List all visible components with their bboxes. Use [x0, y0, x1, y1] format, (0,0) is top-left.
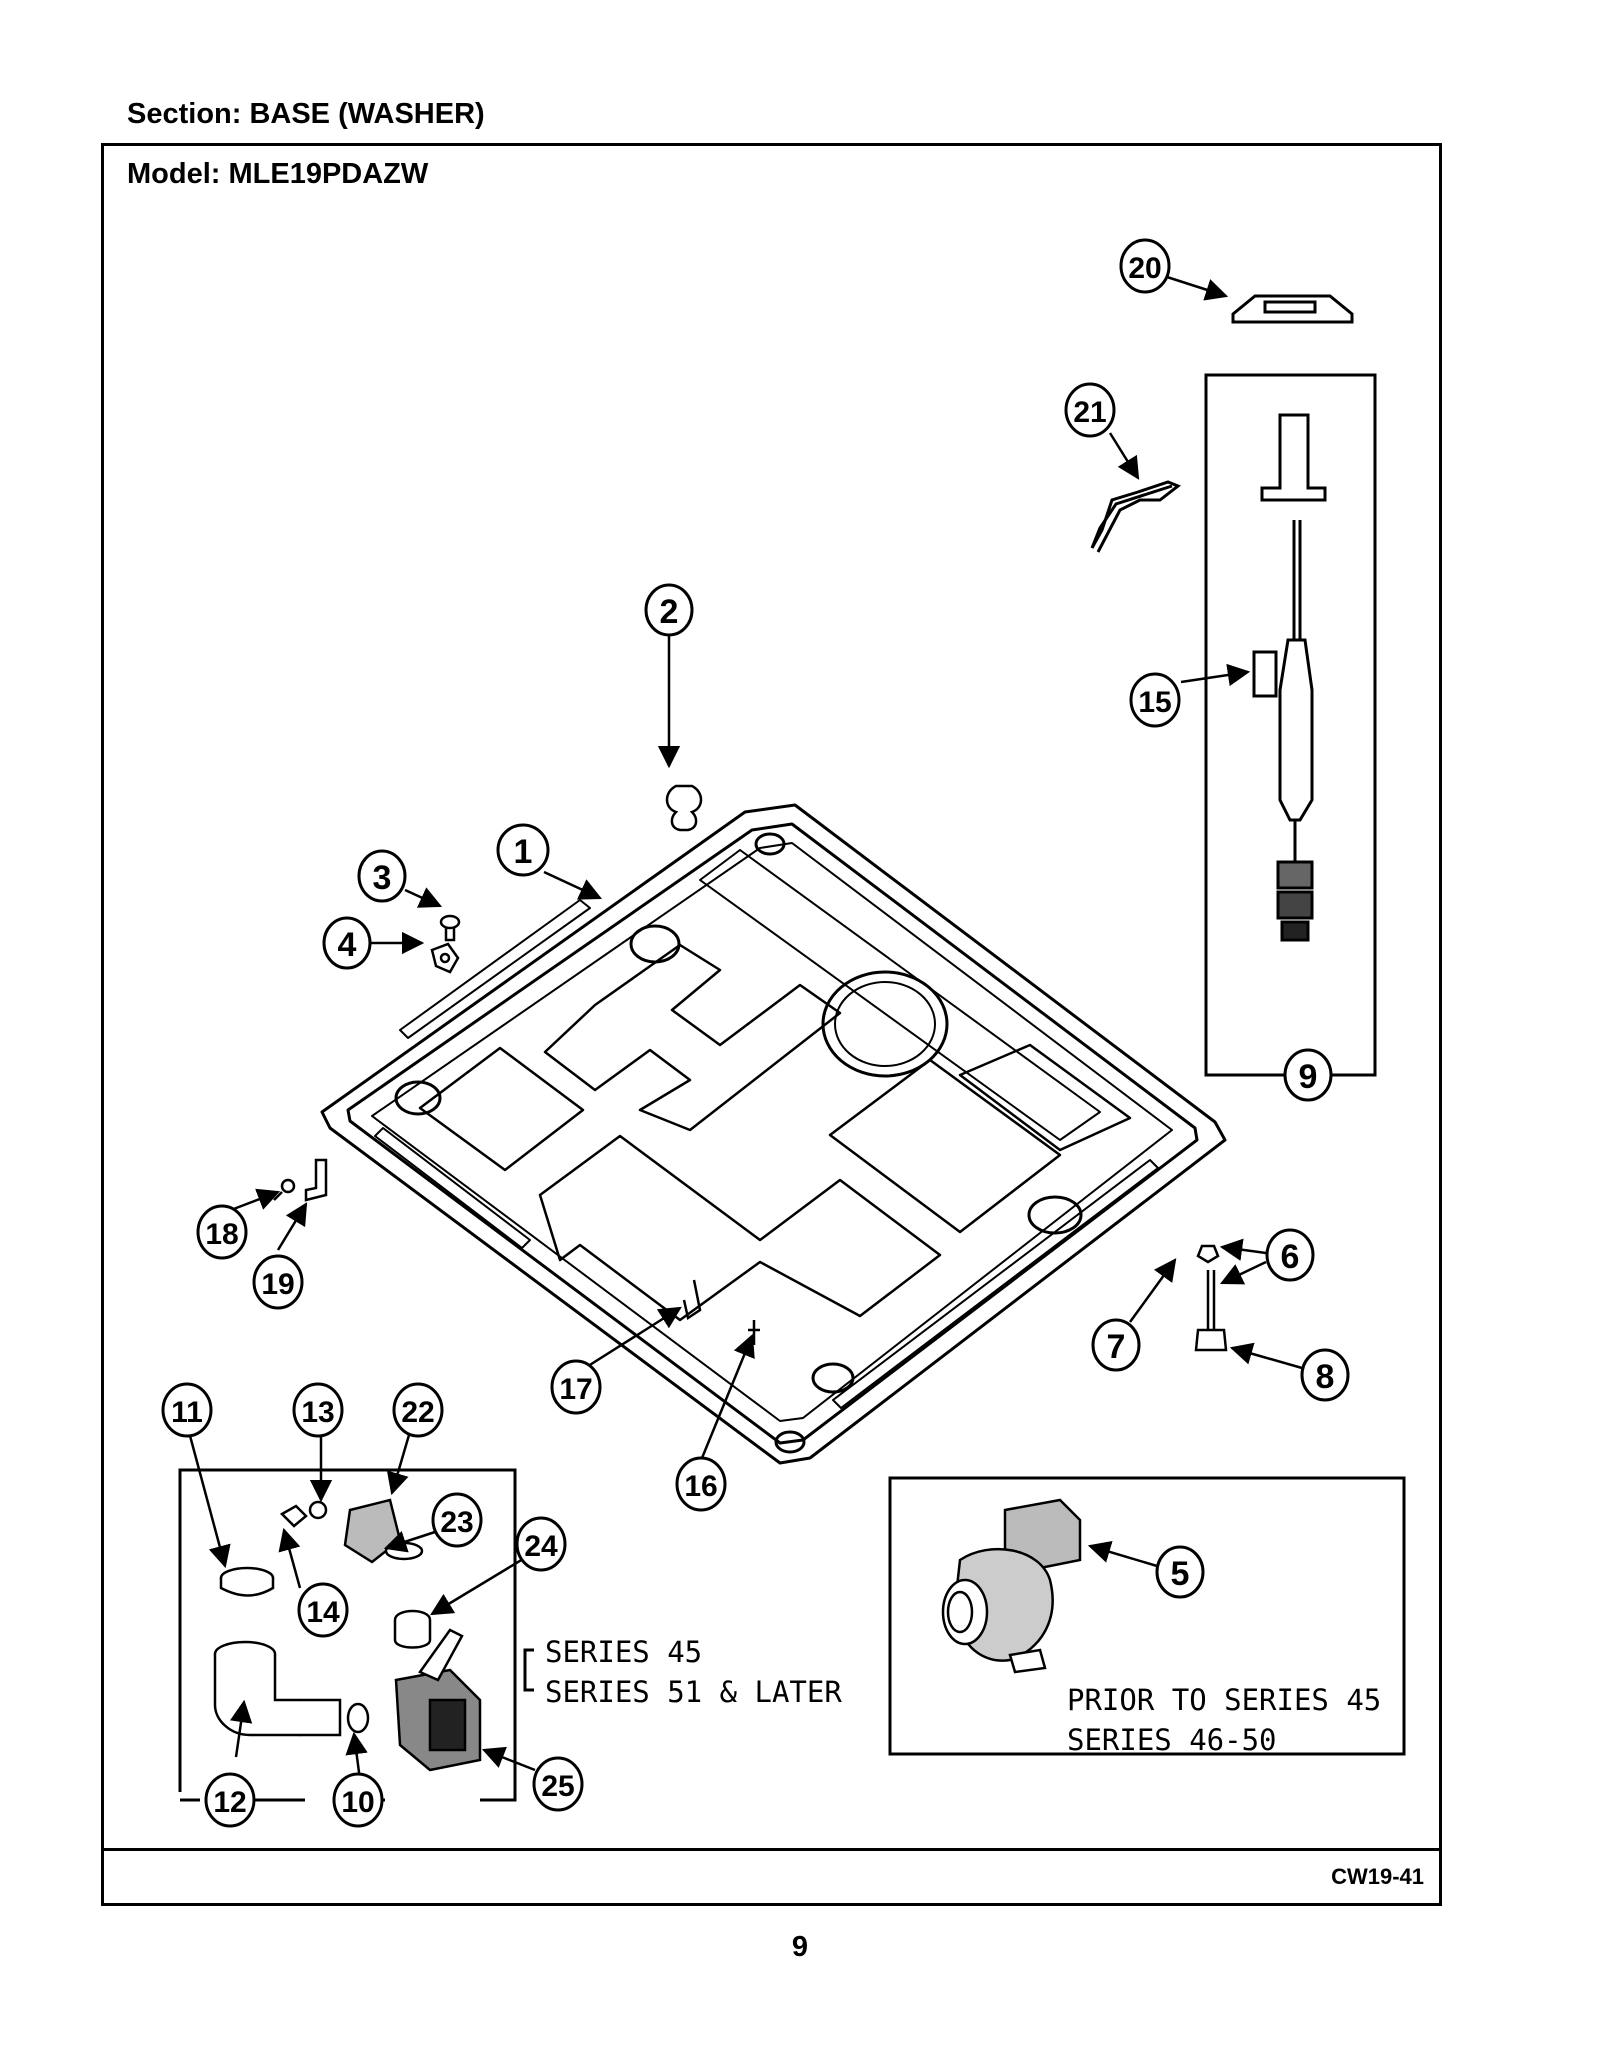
- svg-text:3: 3: [373, 859, 392, 897]
- svg-text:14: 14: [306, 1596, 340, 1629]
- part-21-spring: [1090, 480, 1181, 553]
- diagram-code: CW19-41: [1331, 1864, 1424, 1889]
- callout-13: 13: [292, 1382, 344, 1438]
- callout-8: 8: [1300, 1348, 1350, 1402]
- svg-text:15: 15: [1138, 686, 1171, 719]
- svg-text:18: 18: [205, 1218, 238, 1251]
- callout-15: 15: [1129, 672, 1181, 728]
- svg-text:25: 25: [541, 1770, 574, 1803]
- svg-text:1: 1: [514, 833, 533, 871]
- svg-text:7: 7: [1107, 1328, 1126, 1366]
- callout-1: 1: [496, 823, 550, 877]
- section-title: Section: BASE (WASHER): [127, 98, 485, 130]
- part-6-7-8-leveling-leg: [1194, 1244, 1228, 1352]
- part-2-clip: [665, 784, 703, 832]
- svg-text:12: 12: [213, 1786, 246, 1819]
- callout-22: 22: [392, 1382, 444, 1438]
- svg-text:6: 6: [1281, 1238, 1300, 1276]
- svg-text:17: 17: [559, 1373, 592, 1406]
- callout-17: 17: [550, 1359, 602, 1415]
- callout-21: 21: [1064, 382, 1116, 438]
- callout-16: 16: [675, 1456, 727, 1512]
- part-3-screw: [439, 914, 461, 942]
- callout-14: 14: [297, 1582, 349, 1638]
- callout-4: 4: [322, 916, 372, 970]
- page-number: 9: [791, 1931, 809, 1963]
- part-5-pump: [941, 1498, 1082, 1674]
- part-4-clamp: [430, 942, 460, 974]
- callout-2: 2: [644, 583, 694, 637]
- base-pan: [320, 803, 1227, 1465]
- note-series-46-50: SERIES 46-50: [1067, 1723, 1277, 1757]
- svg-text:2: 2: [660, 593, 679, 631]
- svg-text:10: 10: [341, 1786, 374, 1819]
- svg-text:11: 11: [171, 1396, 203, 1429]
- callout-19: 19: [252, 1254, 304, 1310]
- callout-12: 12: [204, 1772, 256, 1828]
- callout-11: 11: [161, 1382, 213, 1438]
- callout-10: 10: [332, 1772, 384, 1828]
- svg-text:9: 9: [1299, 1058, 1318, 1096]
- callout-23: 23: [431, 1492, 483, 1548]
- diagram-frame: [101, 143, 1442, 1906]
- svg-text:16: 16: [684, 1470, 717, 1503]
- leader-lines: [187, 275, 1303, 1781]
- svg-text:24: 24: [524, 1530, 558, 1563]
- part-9-assembly: [1204, 373, 1377, 1077]
- note-prior-series-45: PRIOR TO SERIES 45: [1067, 1683, 1381, 1717]
- svg-text:8: 8: [1316, 1358, 1335, 1396]
- svg-text:20: 20: [1128, 252, 1161, 285]
- svg-text:22: 22: [401, 1396, 434, 1429]
- callout-25: 25: [532, 1756, 584, 1812]
- callout-7: 7: [1091, 1318, 1141, 1372]
- svg-text:19: 19: [261, 1268, 294, 1301]
- callout-6: 6: [1265, 1228, 1315, 1282]
- note-series-51-later: SERIES 51 & LATER: [545, 1675, 842, 1709]
- svg-text:23: 23: [440, 1506, 473, 1539]
- part-20-glide: [1231, 294, 1354, 324]
- svg-text:5: 5: [1171, 1555, 1190, 1593]
- prior-series-box: [888, 1476, 1406, 1756]
- part-18-screw: [273, 1178, 296, 1201]
- svg-text:4: 4: [338, 926, 357, 964]
- footer-divider: [101, 1848, 1442, 1851]
- svg-text:13: 13: [301, 1396, 334, 1429]
- callout-9: 9: [1283, 1048, 1333, 1102]
- callout-3: 3: [357, 849, 407, 903]
- part-17-clip: [682, 1279, 702, 1321]
- callout-20: 20: [1119, 238, 1171, 294]
- callout-24: 24: [515, 1516, 567, 1572]
- callout-5: 5: [1155, 1545, 1205, 1599]
- note-series-45: SERIES 45: [545, 1635, 702, 1669]
- model-title: Model: MLE19PDAZW: [127, 158, 429, 190]
- callout-18: 18: [196, 1204, 248, 1260]
- svg-text:21: 21: [1073, 396, 1106, 429]
- part-19-bracket: [304, 1158, 328, 1202]
